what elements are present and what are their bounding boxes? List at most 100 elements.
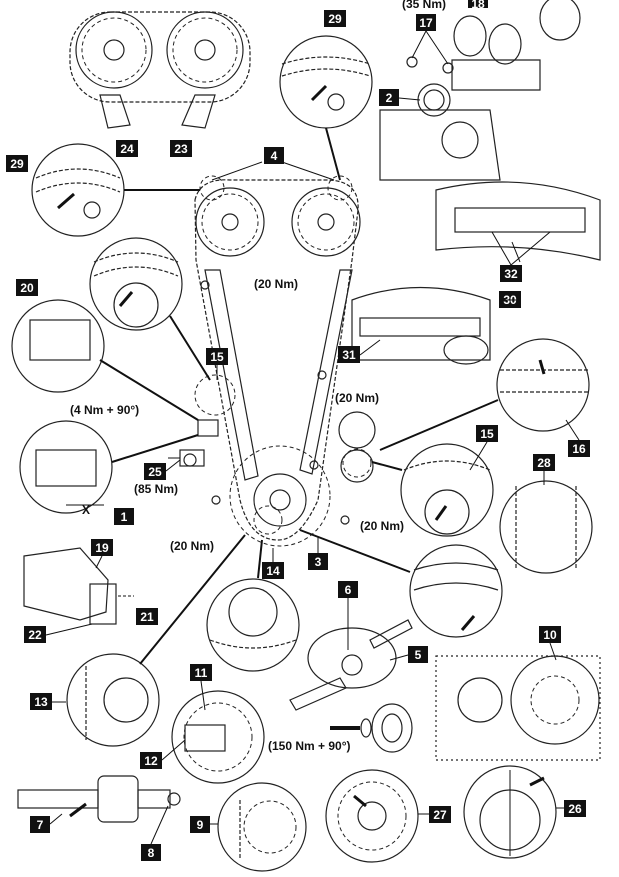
svg-text:26: 26 xyxy=(568,802,582,816)
badge-13: 13 xyxy=(30,693,52,710)
detail-circle-13 xyxy=(66,534,246,747)
dimension-label-x: X xyxy=(82,503,90,517)
camshaft-lock-32 xyxy=(435,181,601,263)
badge-20: 20 xyxy=(16,279,38,296)
badge-18: 18 xyxy=(468,0,488,11)
svg-text:17: 17 xyxy=(419,16,433,30)
badge-3: 3 xyxy=(308,553,328,570)
svg-text:23: 23 xyxy=(174,142,188,156)
svg-text:13: 13 xyxy=(34,695,48,709)
torque-label-20-upper: (20 Nm) xyxy=(254,277,298,291)
detail-circle-28 xyxy=(499,480,593,574)
torque-label-150-90: (150 Nm + 90°) xyxy=(268,739,351,753)
badge-15-center: 15 xyxy=(206,348,228,365)
svg-text:12: 12 xyxy=(144,754,158,768)
badge-25: 25 xyxy=(144,463,166,480)
torque-label-85: (85 Nm) xyxy=(134,482,178,496)
badge-23: 23 xyxy=(170,140,192,157)
torque-label-20-lower: (20 Nm) xyxy=(170,539,214,553)
svg-text:11: 11 xyxy=(195,666,208,680)
svg-text:31: 31 xyxy=(342,348,356,362)
badge-28: 28 xyxy=(533,454,555,471)
detail-circle-27 xyxy=(325,769,419,863)
svg-text:24: 24 xyxy=(120,142,134,156)
svg-text:25: 25 xyxy=(148,465,162,479)
badge-31: 31 xyxy=(338,346,360,363)
badge-17: 17 xyxy=(416,14,436,31)
badge-14: 14 xyxy=(262,562,284,579)
tensioner-assembly xyxy=(23,547,134,625)
svg-text:2: 2 xyxy=(386,91,393,105)
detail-circle-14 xyxy=(206,539,300,672)
crank-bolt-washer xyxy=(330,703,413,753)
detail-circle-1 xyxy=(19,420,199,514)
leader-lines-4 xyxy=(211,161,335,181)
svg-text:8: 8 xyxy=(148,846,155,860)
badge-29-left: 29 xyxy=(6,155,28,172)
badge-27: 27 xyxy=(429,806,451,823)
badge-32: 32 xyxy=(500,265,522,282)
badge-leaders xyxy=(45,30,580,845)
timing-chain-assembly xyxy=(183,175,376,547)
badge-19: 19 xyxy=(91,539,113,556)
badge-16: 16 xyxy=(568,440,590,457)
detail-circle-cam-mark xyxy=(89,237,211,381)
detail-circle-29-right xyxy=(279,35,373,181)
torque-label-20-mid: (20 Nm) xyxy=(335,391,379,405)
svg-text:1: 1 xyxy=(121,510,128,524)
detail-circle-29-left xyxy=(31,143,200,237)
camshaft-sprockets-top xyxy=(69,11,251,129)
svg-text:32: 32 xyxy=(504,267,518,281)
svg-text:4: 4 xyxy=(271,149,278,163)
crank-holding-tool xyxy=(289,619,413,711)
svg-text:6: 6 xyxy=(345,583,352,597)
badge-5: 5 xyxy=(408,646,428,663)
svg-text:19: 19 xyxy=(95,541,109,555)
badge-4: 4 xyxy=(264,147,284,164)
detail-circle-15-right xyxy=(371,443,494,537)
badge-29-right: 29 xyxy=(324,10,346,27)
torque-label-20-right: (20 Nm) xyxy=(360,519,404,533)
badge-8: 8 xyxy=(141,844,161,861)
arrow-markers xyxy=(57,84,546,818)
svg-text:20: 20 xyxy=(20,281,34,295)
svg-text:7: 7 xyxy=(37,818,44,832)
svg-text:10: 10 xyxy=(543,628,557,642)
detail-circle-11 xyxy=(171,690,265,784)
badge-12: 12 xyxy=(140,752,162,769)
badge-15-right: 15 xyxy=(476,425,498,442)
svg-text:22: 22 xyxy=(28,628,42,642)
svg-text:15: 15 xyxy=(210,350,224,364)
svg-text:15: 15 xyxy=(480,427,494,441)
detail-circle-26 xyxy=(463,765,557,859)
badge-7: 7 xyxy=(30,816,50,833)
torque-label-35: (35 Nm) xyxy=(402,0,446,11)
badge-21: 21 xyxy=(136,608,158,625)
bolt-25 xyxy=(168,449,205,467)
detail-circle-16 xyxy=(379,338,590,451)
svg-text:9: 9 xyxy=(197,818,204,832)
badge-26: 26 xyxy=(564,800,586,817)
badge-10: 10 xyxy=(539,626,561,643)
camshaft-tool-assembly xyxy=(406,0,581,91)
badge-1: 1 xyxy=(114,508,134,525)
svg-text:27: 27 xyxy=(433,808,447,822)
badge-11: 11 xyxy=(190,664,212,681)
svg-text:3: 3 xyxy=(315,555,322,569)
crank-turning-tool xyxy=(17,775,181,823)
camshaft-tool-30-31 xyxy=(351,286,491,365)
svg-text:29: 29 xyxy=(328,12,342,26)
svg-text:29: 29 xyxy=(10,157,24,171)
crank-pulley-tool-10 xyxy=(435,655,601,761)
badge-2: 2 xyxy=(379,89,399,106)
svg-text:14: 14 xyxy=(266,564,280,578)
detail-circle-20 xyxy=(11,299,199,421)
svg-text:18: 18 xyxy=(471,0,485,11)
badge-22: 22 xyxy=(24,626,46,643)
badge-24: 24 xyxy=(116,140,138,157)
svg-text:16: 16 xyxy=(572,442,586,456)
svg-text:5: 5 xyxy=(415,648,422,662)
badge-9: 9 xyxy=(190,816,210,833)
svg-text:28: 28 xyxy=(537,456,551,470)
